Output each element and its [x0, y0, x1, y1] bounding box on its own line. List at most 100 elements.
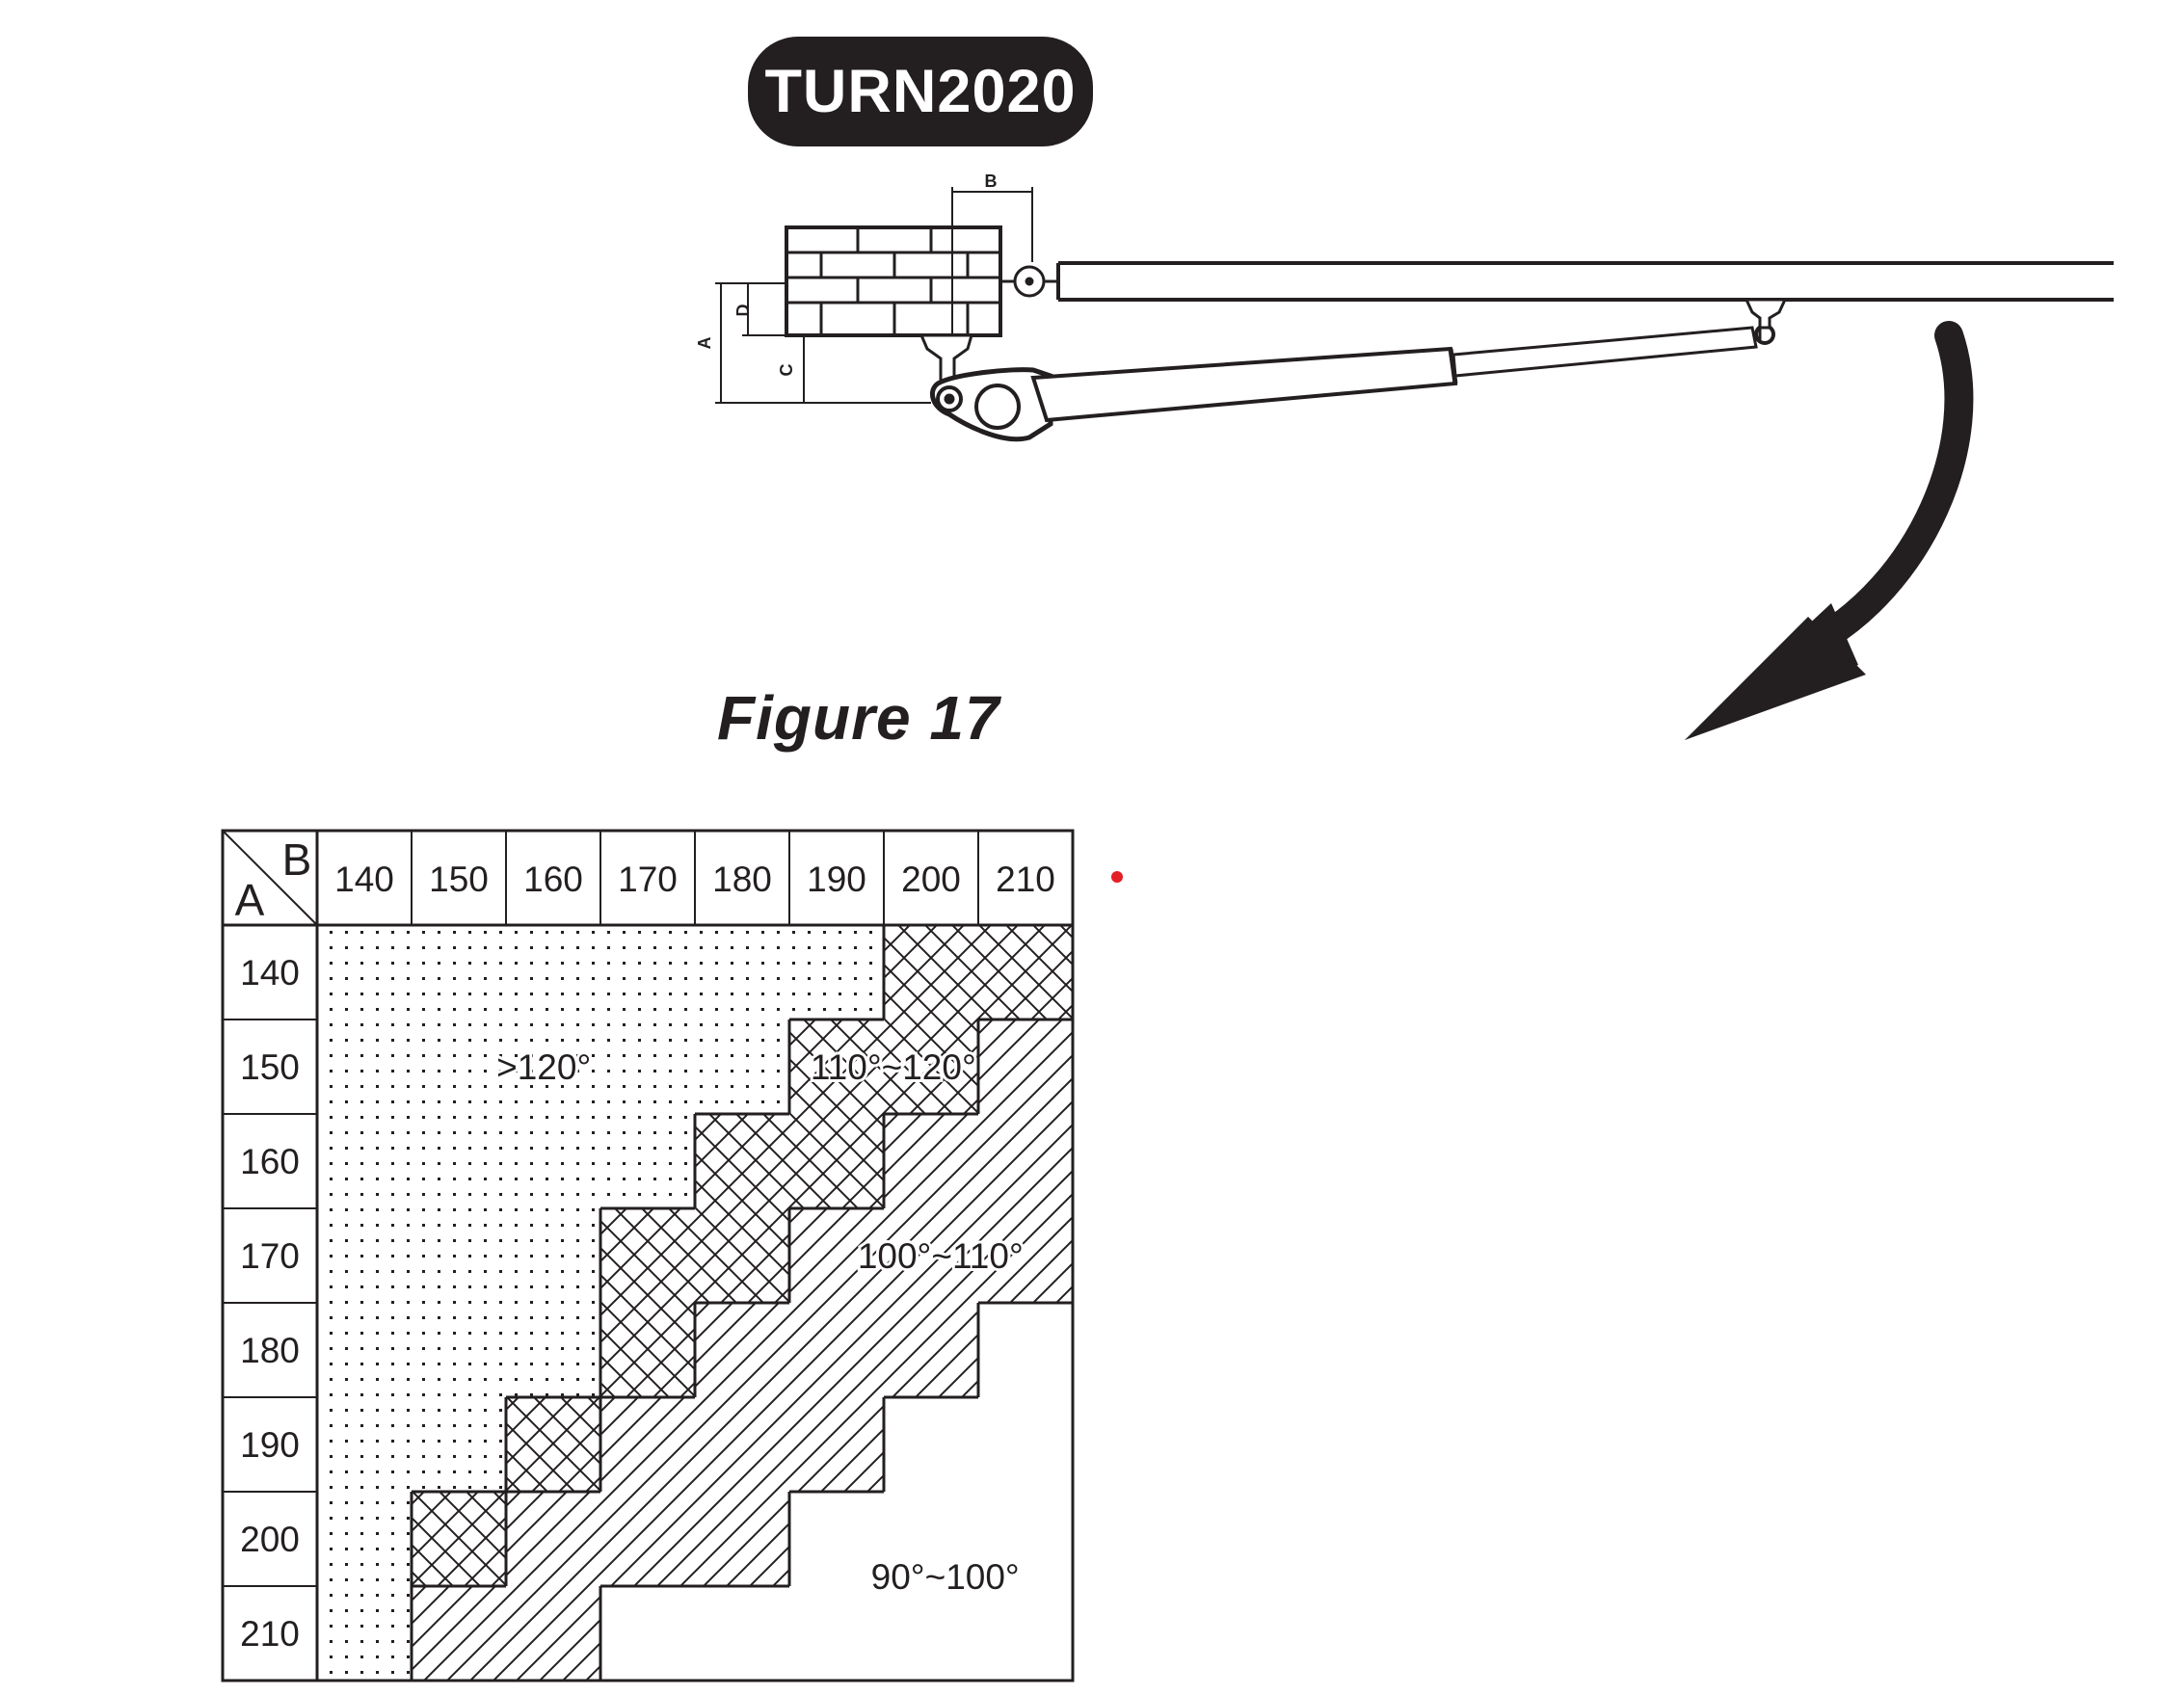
corner-row-label: A: [235, 875, 265, 925]
zone-cell-dots: [412, 1208, 506, 1303]
zone-cell-dots: [317, 1397, 412, 1492]
zone-cell-diag: [789, 1208, 884, 1303]
zone-cell-cross: [412, 1492, 506, 1586]
row-header: 160: [240, 1142, 300, 1181]
zone-cell-dots: [506, 1303, 600, 1397]
zone-cell-diag: [600, 1397, 695, 1492]
dimension-acd: [715, 282, 931, 404]
zone-cell-dots: [412, 1303, 506, 1397]
zone-cell-diag: [506, 1492, 600, 1586]
zone-cell-diag: [695, 1303, 789, 1397]
zone-cell-dots: [506, 1208, 600, 1303]
zone-cell-blank: [978, 1492, 1073, 1586]
column-header: 150: [429, 860, 489, 899]
zone-cell-dots: [317, 1586, 412, 1681]
zone-cell-blank: [789, 1492, 884, 1586]
figure-caption: Figure 17: [717, 683, 1000, 753]
row-header: 190: [240, 1425, 300, 1465]
operator-motor: [929, 367, 1053, 442]
column-header: 210: [996, 860, 1055, 899]
column-header: 200: [901, 860, 961, 899]
zone-cell-blank: [884, 1492, 978, 1586]
zone-cell-diag: [884, 1208, 978, 1303]
zone-cell-cross: [600, 1303, 695, 1397]
column-header: 170: [618, 860, 678, 899]
brick-pillar: [785, 225, 1002, 337]
zone-label-cross: 110°~120°: [811, 1047, 976, 1087]
table-grid: [221, 829, 1075, 1682]
zone-cell-cross: [978, 925, 1073, 1020]
zone-cell-cross: [695, 1114, 789, 1208]
model-badge: TURN2020: [748, 37, 1093, 146]
zone-cell-dots: [412, 925, 506, 1020]
zone-cell-diag: [978, 1208, 1073, 1303]
zone-cell-diag: [695, 1397, 789, 1492]
column-header: 190: [807, 860, 866, 899]
zone-cell-cross: [789, 1114, 884, 1208]
zone-cell-dots: [600, 1020, 695, 1114]
zone-cell-dots: [600, 1114, 695, 1208]
zone-cell-dots: [412, 1020, 506, 1114]
zone-label-dots: >120°: [496, 1047, 591, 1087]
dimension-c-label: C: [777, 364, 796, 377]
zone-cell-cross: [695, 1208, 789, 1303]
zone-cell-dots: [317, 1492, 412, 1586]
zone-cell-cross: [506, 1397, 600, 1492]
table-frame: [221, 829, 1075, 1682]
zone-cell-diag: [412, 1586, 506, 1681]
zone-cell-blank: [789, 1586, 884, 1681]
dimension-b: [951, 187, 1033, 337]
zone-cell-blank: [695, 1586, 789, 1681]
opening-direction-arrow: [1685, 321, 1974, 740]
zone-cell-diag: [506, 1586, 600, 1681]
zone-cell-dots: [506, 925, 600, 1020]
column-header: 160: [523, 860, 583, 899]
column-header: 180: [712, 860, 772, 899]
zone-cell-diag: [978, 1020, 1073, 1114]
row-header: 140: [240, 953, 300, 993]
zone-cell-cross: [600, 1208, 695, 1303]
zone-cell-dots: [317, 1020, 412, 1114]
zone-cell-dots: [506, 1020, 600, 1114]
zone-cell-diag: [789, 1397, 884, 1492]
zone-cell-dots: [412, 1114, 506, 1208]
zone-cell-dots: [506, 1114, 600, 1208]
zone-cell-blank: [600, 1586, 695, 1681]
zone-boundaries: [410, 925, 1073, 1681]
zone-cell-dots: [695, 925, 789, 1020]
dimension-a-label: A: [695, 337, 714, 350]
zone-cell-diag: [884, 1303, 978, 1397]
zone-cell-diag: [695, 1492, 789, 1586]
zone-cell-blank: [978, 1397, 1073, 1492]
zone-label-diag: 100°~110°: [858, 1236, 1024, 1276]
dimension-b-label: B: [985, 172, 998, 191]
zone-cell-cross: [884, 1020, 978, 1114]
zone-cell-dots: [317, 925, 412, 1020]
operator-drawing: B D A C: [695, 172, 2114, 740]
zone-cell-blank: [884, 1397, 978, 1492]
zone-cell-dots: [695, 1020, 789, 1114]
row-header: 150: [240, 1047, 300, 1087]
dimension-d-label: D: [733, 305, 753, 317]
zone-cell-diag: [789, 1303, 884, 1397]
model-badge-label: TURN2020: [764, 58, 1077, 125]
zone-layer: [317, 925, 1073, 1681]
zone-cell-dots: [317, 1303, 412, 1397]
operator-arm: [1030, 298, 1788, 423]
zone-label-blank: 90°~100°: [871, 1557, 1020, 1597]
red-marker-dot: [1111, 871, 1123, 883]
zone-cell-diag: [600, 1492, 695, 1586]
zone-cell-blank: [884, 1586, 978, 1681]
zone-cell-diag: [978, 1114, 1073, 1208]
gate-leaf: [1044, 261, 2114, 302]
zone-cell-dots: [789, 925, 884, 1020]
zone-cell-blank: [978, 1303, 1073, 1397]
row-header: 200: [240, 1520, 300, 1559]
corner-diagonal: [222, 830, 318, 926]
row-header: 210: [240, 1614, 300, 1654]
zone-cell-dots: [317, 1114, 412, 1208]
zone-cell-cross: [789, 1020, 884, 1114]
zone-cell-dots: [600, 925, 695, 1020]
